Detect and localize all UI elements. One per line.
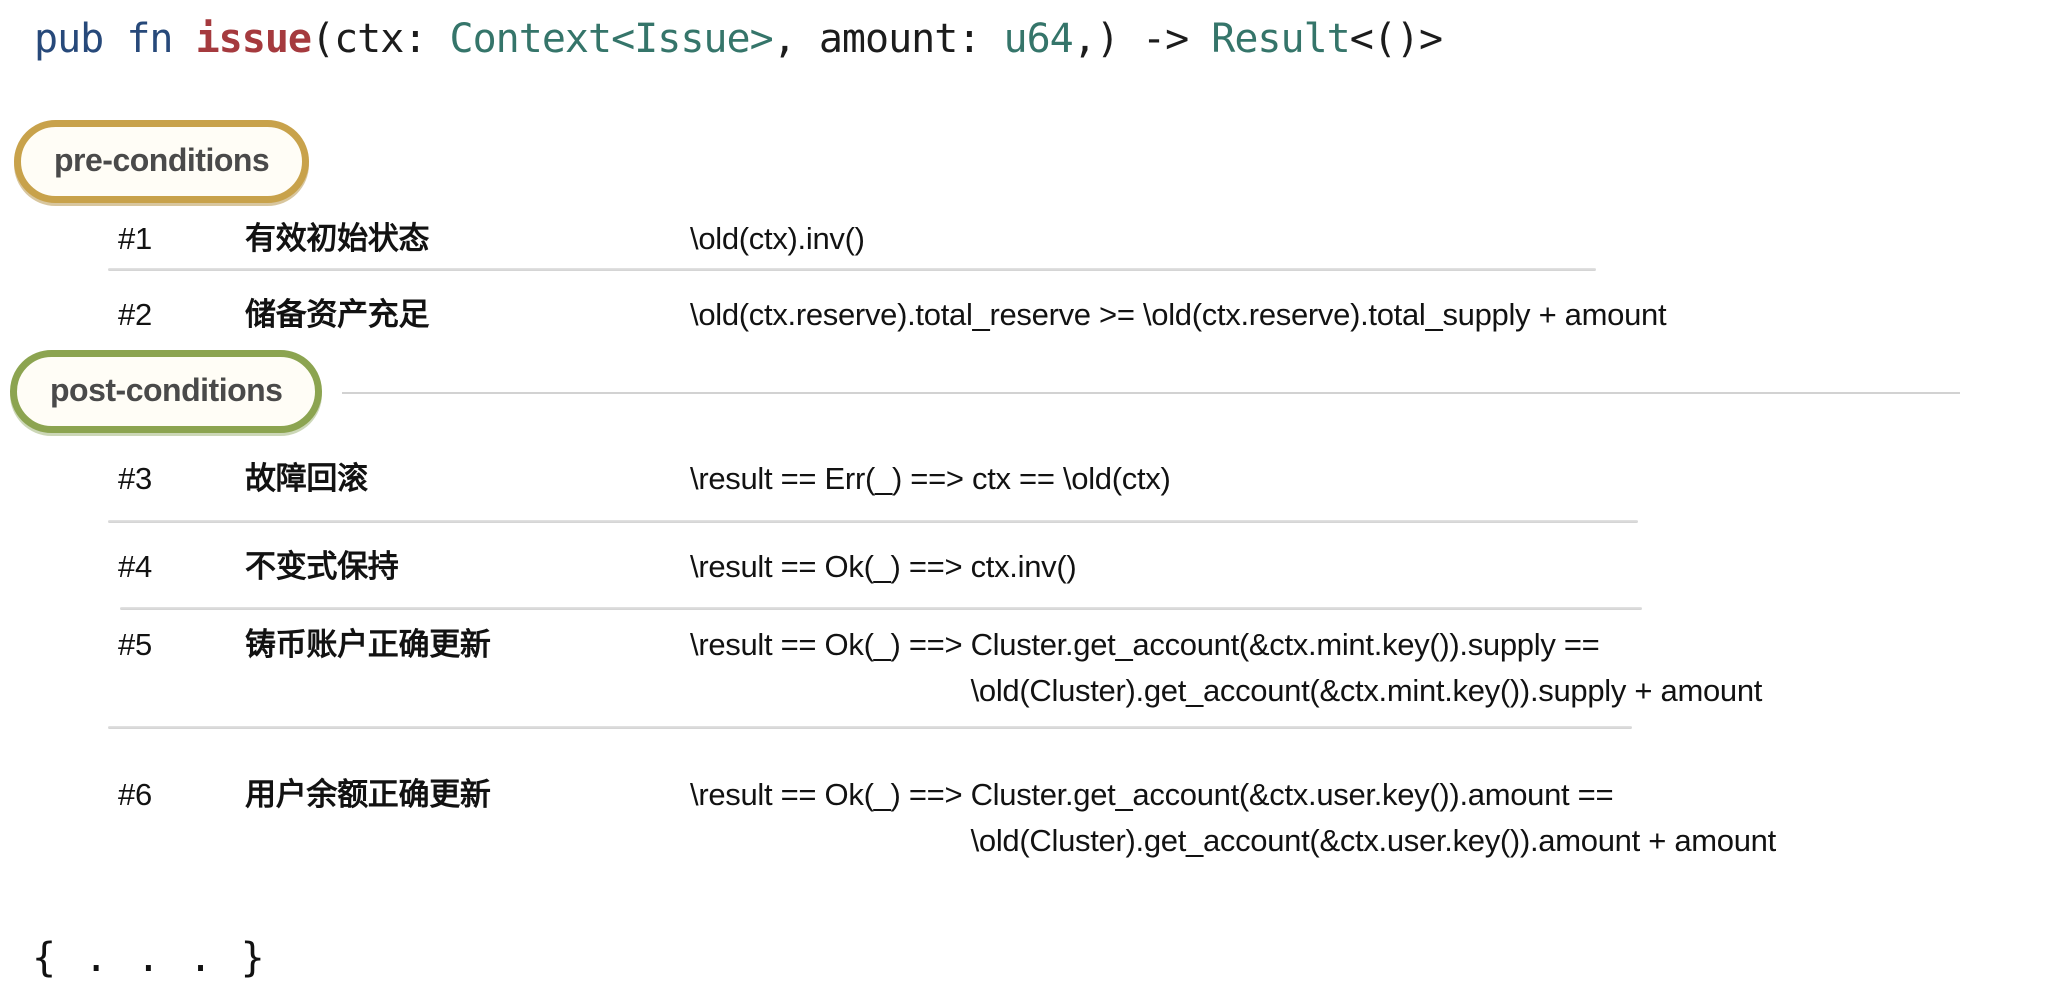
formula-line-1: Cluster.get_account(&ctx.user.key()).amo…	[970, 777, 1614, 812]
condition-label: 用户余额正确更新	[245, 777, 491, 812]
code-token-function-name: issue	[195, 16, 312, 62]
code-signature: pub fn issue(ctx: Context<Issue>, amount…	[34, 16, 1443, 62]
condition-row: #5 铸币账户正确更新 \result == Ok(_) ==> Cluster…	[0, 622, 2048, 714]
code-token-punct: <()>	[1349, 16, 1443, 62]
condition-id: #3	[118, 461, 152, 496]
condition-label: 不变式保持	[245, 549, 399, 584]
condition-formula: \result == Ok(_) ==> ctx.inv()	[690, 549, 1077, 584]
condition-formula: \old(ctx.reserve).total_reserve >= \old(…	[690, 297, 1667, 332]
condition-row: #1 有效初始状态 \old(ctx).inv()	[0, 216, 2048, 262]
ellipsis-body: { . . . }	[32, 935, 267, 981]
condition-id: #6	[118, 777, 152, 812]
condition-row: #6 用户余额正确更新 \result == Ok(_) ==> Cluster…	[0, 772, 2048, 864]
code-token-punct: , amount:	[772, 16, 1004, 62]
condition-label: 故障回滚	[245, 461, 368, 496]
row-separator	[108, 268, 1596, 271]
condition-id: #1	[118, 221, 152, 256]
code-token-punct: (ctx:	[311, 16, 450, 62]
row-separator	[108, 726, 1632, 729]
condition-label: 铸币账户正确更新	[245, 627, 491, 662]
code-token-punct: ,) ->	[1072, 16, 1212, 62]
code-token-type: u64	[1003, 16, 1073, 62]
formula-line-1: Cluster.get_account(&ctx.mint.key()).sup…	[970, 627, 1600, 662]
pre-conditions-badge: pre-conditions	[14, 120, 310, 203]
condition-formula: \old(ctx).inv()	[690, 221, 865, 256]
code-token-type: Result	[1211, 16, 1350, 62]
row-separator	[120, 607, 1642, 610]
condition-id: #2	[118, 297, 152, 332]
section-divider-line	[342, 392, 1960, 394]
code-token-type: Context<Issue>	[449, 16, 774, 62]
condition-row: #2 储备资产充足 \old(ctx.reserve).total_reserv…	[0, 292, 2048, 338]
condition-id: #4	[118, 549, 152, 584]
condition-label: 有效初始状态	[245, 221, 430, 256]
formula-line-2: \old(Cluster).get_account(&ctx.mint.key(…	[970, 673, 1763, 708]
condition-label: 储备资产充足	[245, 297, 430, 332]
condition-formula: \result == Ok(_) ==> Cluster.get_account…	[690, 622, 2048, 714]
post-conditions-badge: post-conditions	[10, 350, 323, 433]
code-token-keyword: pub fn	[34, 16, 196, 62]
condition-row: #3 故障回滚 \result == Err(_) ==> ctx == \ol…	[0, 456, 2048, 502]
condition-formula: \result == Ok(_) ==> Cluster.get_account…	[690, 772, 2048, 864]
row-separator	[108, 520, 1638, 523]
formula-prefix: \result == Ok(_) ==>	[690, 627, 971, 662]
formula-line-2: \old(Cluster).get_account(&ctx.user.key(…	[970, 823, 1777, 858]
formula-prefix: \result == Ok(_) ==>	[690, 777, 971, 812]
condition-id: #5	[118, 627, 152, 662]
condition-row: #4 不变式保持 \result == Ok(_) ==> ctx.inv()	[0, 544, 2048, 590]
condition-formula: \result == Err(_) ==> ctx == \old(ctx)	[690, 461, 1171, 496]
